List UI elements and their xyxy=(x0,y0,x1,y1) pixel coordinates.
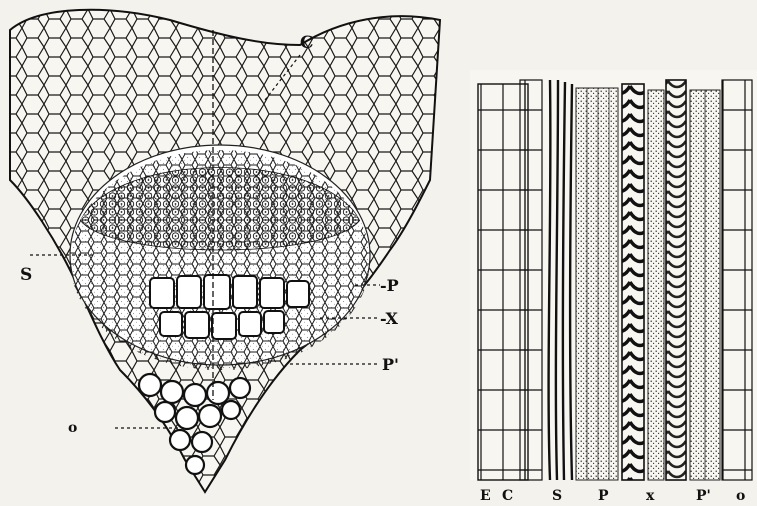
bottom-labels: E C S P x P' o xyxy=(480,488,745,504)
epidermis-cortex-strip xyxy=(478,80,542,480)
label-p: P xyxy=(598,488,609,504)
label-s: S xyxy=(552,488,562,504)
label-o: o xyxy=(736,488,745,504)
label-e: E xyxy=(480,488,491,504)
label-c: C xyxy=(300,33,314,53)
label-s: S xyxy=(20,265,32,285)
label-p-prime: P' xyxy=(696,488,711,504)
label-p: -P xyxy=(380,276,399,295)
label-x: -X xyxy=(380,309,398,328)
xylem-vessels xyxy=(622,80,686,480)
stem-cross-section: C S -P -X P' o xyxy=(0,0,450,506)
phloem-strip xyxy=(576,88,618,480)
label-p-prime: P' xyxy=(382,355,399,374)
label-o: o xyxy=(68,420,77,436)
label-x: x xyxy=(646,488,655,504)
label-c: C xyxy=(502,488,513,504)
stem-longitudinal-section: E C S P x P' o xyxy=(470,70,757,506)
